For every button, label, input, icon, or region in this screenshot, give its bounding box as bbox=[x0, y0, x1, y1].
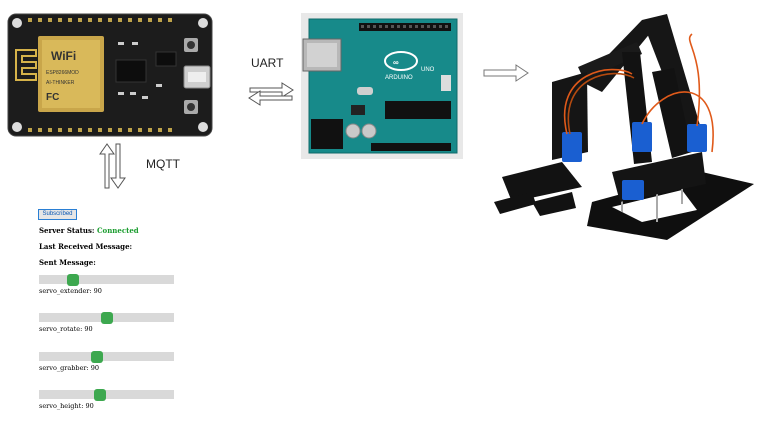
mqtt-double-arrow bbox=[99, 143, 126, 189]
servo-grabber-slider[interactable] bbox=[39, 351, 174, 363]
svg-text:ESP8266MOD: ESP8266MOD bbox=[46, 70, 79, 76]
last-received-label: Last Received Message: bbox=[39, 242, 133, 251]
servo-rotate-icon bbox=[632, 122, 652, 152]
mqtt-label: MQTT bbox=[146, 157, 180, 171]
servo-rotate-label: servo_rotate: 90 bbox=[39, 325, 93, 333]
svg-text:ARDUINO: ARDUINO bbox=[385, 75, 413, 81]
slider-thumb[interactable] bbox=[100, 312, 113, 324]
server-status-value: Connected bbox=[96, 226, 139, 235]
svg-text:FC: FC bbox=[46, 92, 59, 103]
servo-height-slider[interactable] bbox=[39, 389, 174, 401]
servo-extender-icon bbox=[622, 180, 644, 200]
sent-message-label: Sent Message: bbox=[39, 258, 96, 267]
servo-height-icon bbox=[687, 124, 707, 152]
servo-extender-slider[interactable] bbox=[39, 274, 174, 286]
slider-thumb[interactable] bbox=[91, 351, 104, 363]
slider-thumb[interactable] bbox=[93, 389, 106, 401]
right-arrow bbox=[483, 64, 529, 82]
svg-text:AI-THINKER: AI-THINKER bbox=[46, 80, 75, 86]
servo-height-label: servo_height: 90 bbox=[39, 402, 94, 410]
svg-text:∞: ∞ bbox=[393, 58, 399, 67]
esp8266-board-image: WiFi ESP8266MOD AI-THINKER FC bbox=[7, 13, 213, 137]
slider-thumb[interactable] bbox=[66, 274, 79, 286]
server-status-line: Server Status: Connected bbox=[39, 226, 139, 235]
servo-extender-label: servo_extender: 90 bbox=[39, 287, 102, 295]
arduino-uno-board-image: ∞ ARDUINO UNO bbox=[301, 13, 463, 159]
uart-double-arrow bbox=[248, 82, 294, 106]
server-status-label: Server Status: bbox=[39, 226, 95, 235]
servo-grabber-label: servo_grabber: 90 bbox=[39, 364, 100, 372]
servo-rotate-slider[interactable] bbox=[39, 312, 174, 324]
robot-arm-image bbox=[494, 14, 754, 240]
svg-text:UNO: UNO bbox=[421, 67, 435, 73]
uart-label: UART bbox=[251, 56, 284, 70]
subscribed-button[interactable]: Subscribed bbox=[38, 209, 77, 220]
svg-text:WiFi: WiFi bbox=[51, 49, 76, 63]
servo-grabber-icon bbox=[562, 132, 582, 162]
